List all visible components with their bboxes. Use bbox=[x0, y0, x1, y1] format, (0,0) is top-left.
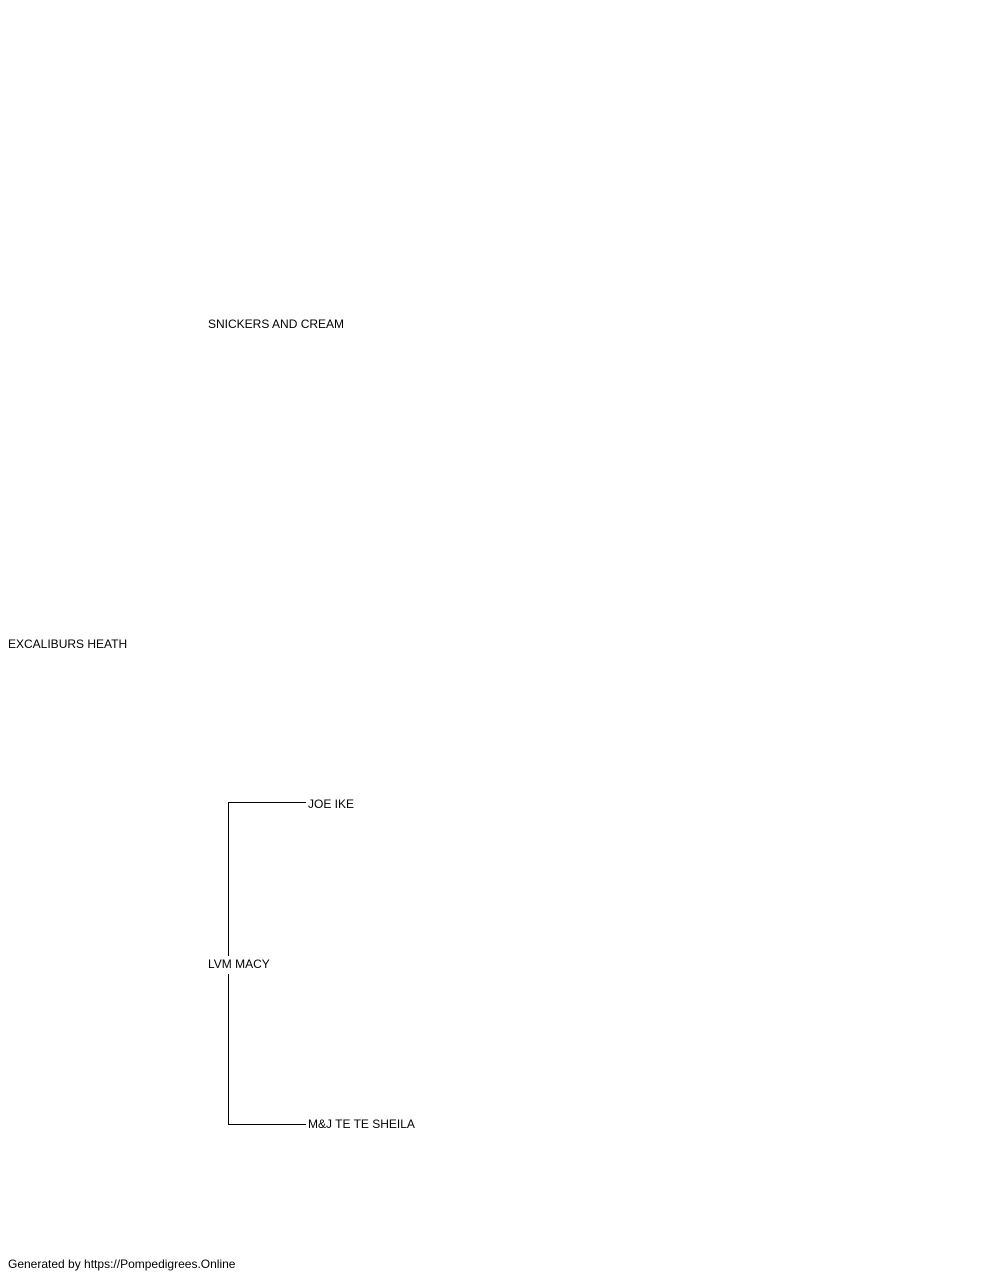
dam-sire-name: JOE IKE bbox=[308, 797, 355, 811]
dam-name: LVM MACY bbox=[208, 957, 270, 971]
footer-credit: Generated by https://Pompedigrees.Online bbox=[8, 1257, 236, 1271]
sire-name: SNICKERS AND CREAM bbox=[208, 317, 345, 331]
dam-dam-name: M&J TE TE SHEILA bbox=[308, 1117, 415, 1131]
subject-name: EXCALIBURS HEATH bbox=[8, 637, 128, 651]
